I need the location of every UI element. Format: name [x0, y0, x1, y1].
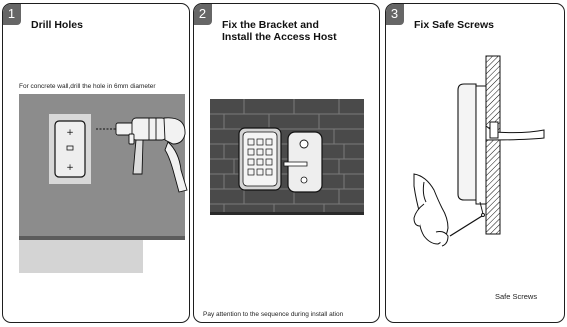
- step-title: Fix Safe Screws: [414, 19, 494, 31]
- device-side-view: [457, 83, 477, 201]
- concrete-wall: [19, 94, 185, 236]
- step-1-panel: 1 Drill Holes For concrete wall,drill th…: [2, 3, 190, 323]
- drill-holes-illustration: + +: [19, 94, 188, 273]
- step-note: Pay attention to the sequence during ins…: [203, 311, 344, 318]
- step-number-badge: 2: [194, 4, 212, 25]
- step-note: For concrete wall,drill the hole in 6mm …: [19, 83, 156, 90]
- step-title: Fix the Bracket and Install the Access H…: [222, 19, 337, 43]
- step-number-badge: 1: [3, 4, 21, 25]
- step-title: Drill Holes: [31, 19, 83, 31]
- step-2-panel: 2 Fix the Bracket and Install the Access…: [193, 3, 380, 323]
- safe-screws-label: Safe Screws: [495, 292, 538, 301]
- hand-icon: [413, 173, 483, 247]
- floor-area: [19, 240, 143, 273]
- keypad-device: [238, 127, 282, 191]
- wall-section: [485, 55, 501, 235]
- mounting-bracket: [283, 131, 323, 193]
- drill-icon: [96, 117, 188, 193]
- screw-icon: [479, 201, 485, 217]
- svg-text:+: +: [66, 163, 74, 173]
- step-3-panel: 3 Fix Safe Screws Safe Screws: [385, 3, 565, 323]
- safe-screws-illustration: [413, 55, 545, 247]
- bracket-install-illustration: [210, 99, 364, 236]
- step-number-badge: 3: [386, 4, 404, 25]
- svg-text:+: +: [66, 128, 74, 138]
